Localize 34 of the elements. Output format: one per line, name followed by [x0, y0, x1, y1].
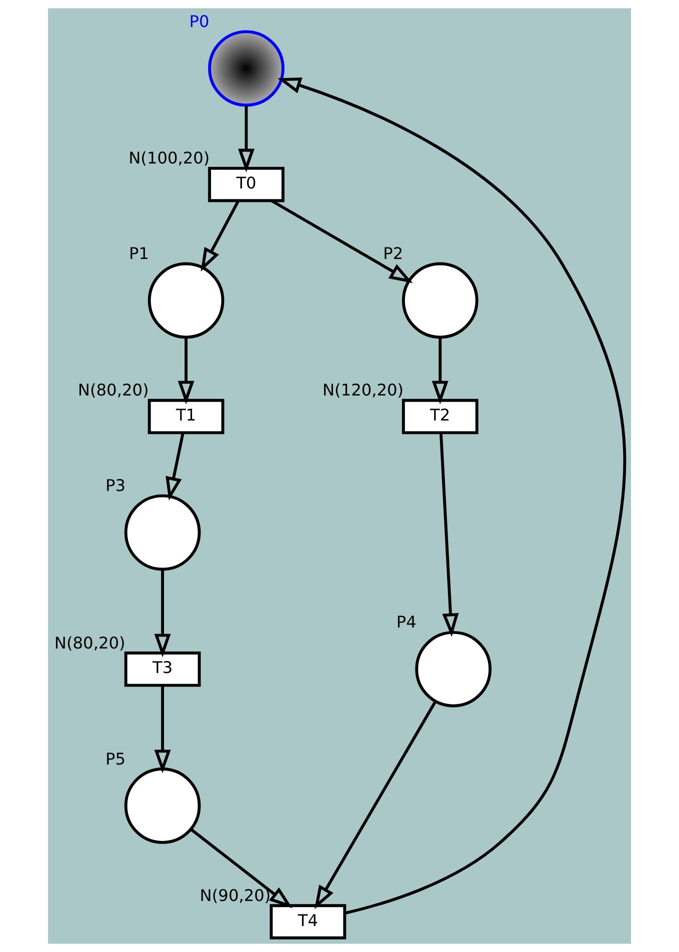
node-label: P2 — [383, 244, 404, 264]
node-label: N(90,20) — [200, 886, 271, 905]
node-circle — [415, 630, 492, 708]
node-label: N(80,20) — [78, 380, 149, 400]
node-label: P5 — [106, 749, 126, 768]
node-label: N(80,20) — [54, 633, 126, 652]
arrow — [154, 685, 171, 774]
arrow — [270, 199, 413, 284]
arrow — [238, 106, 255, 172]
arrow — [200, 200, 240, 272]
node-circle — [208, 30, 284, 107]
arrow — [432, 338, 448, 404]
node-box: T4 — [270, 904, 346, 940]
node-label: P0 — [189, 12, 210, 32]
node-circle — [402, 262, 478, 339]
arrow — [278, 78, 626, 915]
node-circle — [148, 262, 224, 339]
arrow — [439, 432, 459, 637]
node-circle — [124, 494, 201, 571]
arrow — [154, 570, 171, 658]
node-label: P1 — [129, 244, 150, 264]
arrow — [178, 338, 194, 404]
arrow — [166, 432, 184, 501]
node-box: T1 — [148, 398, 224, 434]
arrow — [314, 700, 436, 910]
node-label: N(100,20) — [128, 148, 210, 168]
node-circle — [124, 768, 201, 844]
node-box: T0 — [208, 166, 284, 202]
node-label: N(120,20) — [322, 380, 404, 400]
arrow — [190, 828, 293, 908]
node-label: P3 — [106, 476, 126, 496]
node-box: T3 — [124, 652, 201, 687]
node-box: T2 — [402, 398, 478, 434]
node-label: P4 — [396, 612, 416, 632]
